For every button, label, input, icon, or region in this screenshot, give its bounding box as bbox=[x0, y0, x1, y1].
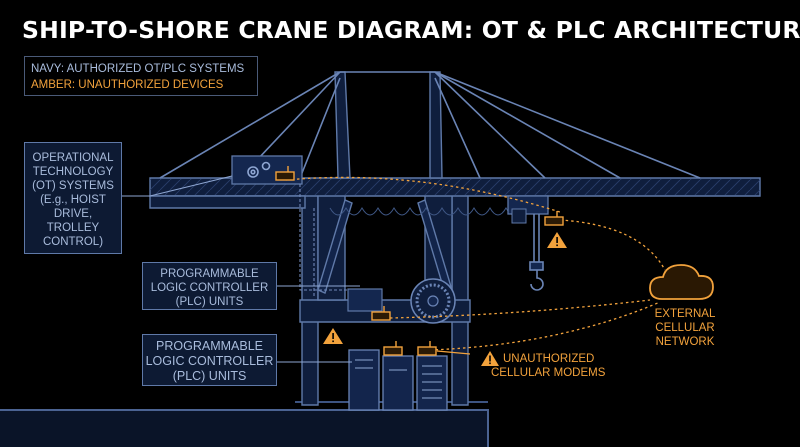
ot-line: DRIVE, bbox=[53, 208, 93, 220]
modem-icon bbox=[275, 166, 564, 356]
plc-upper-label: PROGRAMMABLE LOGIC CONTROLLER (PLC) UNIT… bbox=[142, 262, 277, 310]
cable-reel-icon bbox=[410, 278, 456, 324]
gear-icon bbox=[247, 161, 271, 178]
plc-lower-line: (PLC) UNITS bbox=[172, 369, 247, 383]
network-line: EXTERNAL bbox=[654, 308, 716, 320]
ot-line: TROLLEY bbox=[46, 222, 100, 234]
festoon-cables bbox=[329, 206, 523, 216]
warning-icon bbox=[323, 232, 567, 366]
plc-lower-line: PROGRAMMABLE bbox=[156, 339, 263, 353]
plc-lower-line: LOGIC CONTROLLER bbox=[145, 354, 274, 368]
plc-cabinets-lower bbox=[348, 349, 448, 411]
ot-line: (OT) SYSTEMS bbox=[32, 180, 114, 192]
unauthorized-links bbox=[285, 176, 666, 351]
plc-upper-line: LOGIC CONTROLLER bbox=[150, 282, 269, 294]
unauthorized-modems-label: UNAUTHORIZED CELLULAR MODEMS bbox=[491, 352, 615, 380]
cloud-icon bbox=[649, 264, 714, 300]
ot-line: CONTROL) bbox=[42, 236, 104, 248]
legend-amber: AMBER: UNAUTHORIZED DEVICES bbox=[31, 79, 224, 91]
hook-icon bbox=[529, 214, 544, 291]
page-title: SHIP-TO-SHORE CRANE DIAGRAM: OT & PLC AR… bbox=[22, 16, 800, 44]
trolley bbox=[507, 195, 549, 224]
ot-line: TECHNOLOGY bbox=[32, 166, 114, 178]
label-leaders bbox=[122, 175, 360, 363]
legend-box: NAVY: AUTHORIZED OT/PLC SYSTEMS AMBER: U… bbox=[24, 56, 258, 96]
network-line: NETWORK bbox=[655, 336, 715, 348]
plc-upper-line: (PLC) UNITS bbox=[175, 296, 244, 308]
legend-navy: NAVY: AUTHORIZED OT/PLC SYSTEMS bbox=[31, 63, 245, 75]
ot-systems-label: OPERATIONAL TECHNOLOGY (OT) SYSTEMS (E.g… bbox=[24, 142, 122, 254]
modem-leader bbox=[436, 350, 471, 355]
modems-line: UNAUTHORIZED bbox=[503, 353, 595, 365]
plc-cabinet-upper bbox=[347, 288, 383, 312]
plc-upper-line: PROGRAMMABLE bbox=[160, 268, 259, 280]
quay-wall bbox=[0, 409, 489, 447]
modems-line: CELLULAR MODEMS bbox=[491, 367, 606, 379]
plc-lower-label: PROGRAMMABLE LOGIC CONTROLLER (PLC) UNIT… bbox=[142, 334, 277, 386]
ot-line: OPERATIONAL bbox=[32, 152, 114, 164]
network-line: CELLULAR bbox=[655, 322, 715, 334]
ot-line: (E.g., HOIST bbox=[40, 194, 106, 206]
external-network-label: EXTERNAL CELLULAR NETWORK bbox=[640, 307, 730, 349]
